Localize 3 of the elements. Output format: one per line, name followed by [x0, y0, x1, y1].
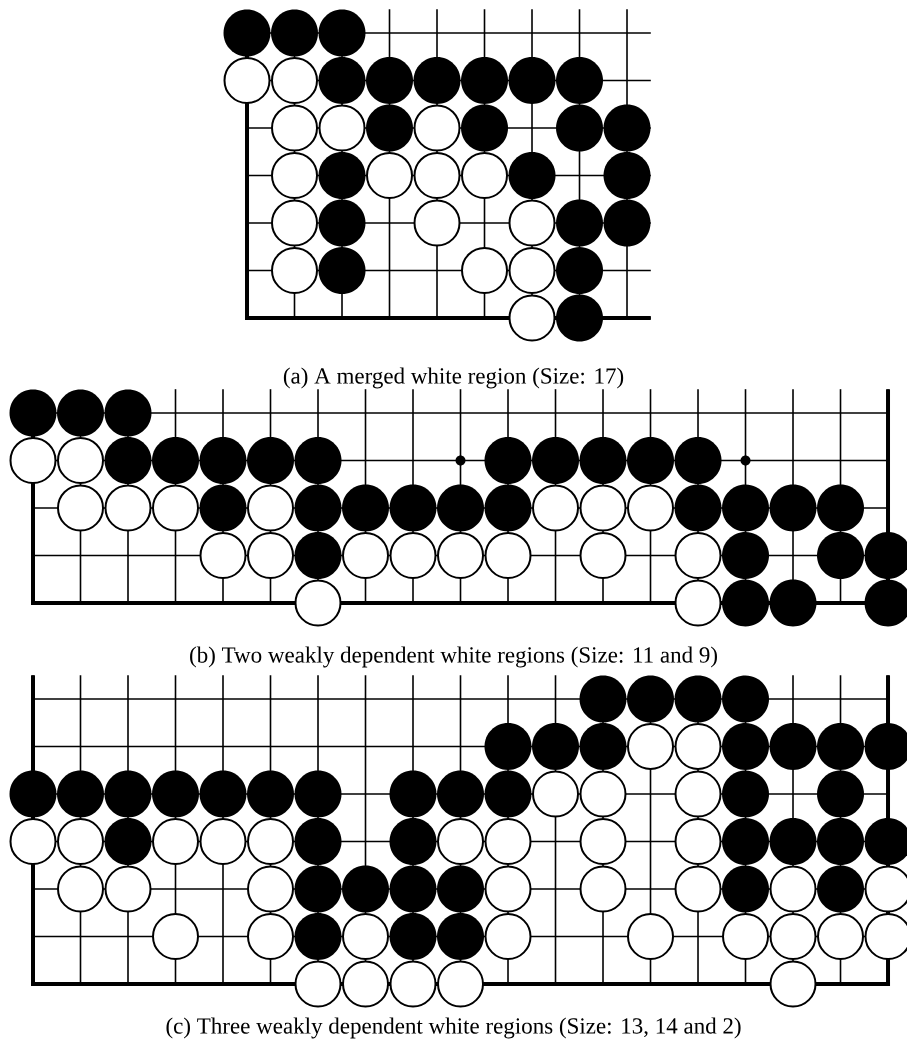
caption: (c) Three weakly dependent white regions (Size: 13, 14 and 2) — [166, 1017, 741, 1039]
caption: (a) A merged white region (Size: 17) — [283, 367, 624, 389]
caption: (b) Two weakly dependent white regions (Size: 11 and 9) — [190, 646, 717, 668]
